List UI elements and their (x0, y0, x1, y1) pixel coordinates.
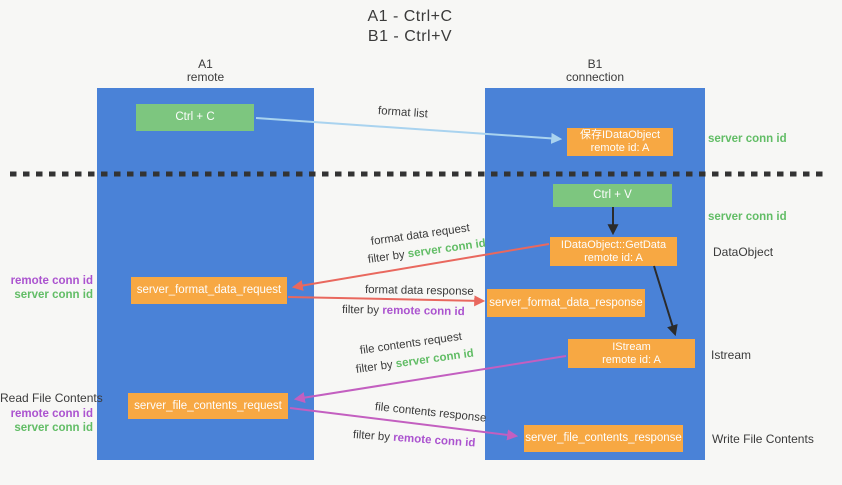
filter-by-text: filter by (341, 304, 383, 317)
getdata-line2: remote id: A (584, 251, 643, 264)
diagram-title: A1 - Ctrl+C B1 - Ctrl+V (0, 7, 820, 47)
node-idataobject-getdata: IDataObject::GetData remote id: A (550, 237, 677, 266)
filter-by-text: filter by (352, 429, 394, 444)
remote-conn-id-highlight: remote conn id (392, 431, 476, 450)
side-label-istream: Istream (711, 348, 752, 362)
remote-conn-id-label: remote conn id (10, 408, 93, 420)
edge-label-filter-by-remote-conn-id-2: filter by remote conn id (353, 429, 476, 450)
side-label-server-conn-id-top: server conn id (708, 133, 787, 145)
diagram-title-line1: A1 - Ctrl+C (367, 8, 453, 25)
server-conn-id-label: server conn id (14, 289, 93, 301)
node-server-file-contents-request: server_file_contents_request (128, 393, 288, 419)
filter-by-text: filter by (367, 248, 409, 266)
edge-format-data-response (287, 295, 486, 307)
node-ctrl-c: Ctrl + C (136, 104, 254, 131)
ctrl-c-label: Ctrl + C (175, 111, 215, 123)
side-label-write-file-contents: Write File Contents (712, 432, 814, 446)
left-conn-id-block-format: remote conn id server conn id (0, 274, 93, 302)
side-label-dataobject: DataObject (713, 245, 774, 259)
node-server-file-contents-response: server_file_contents_response (524, 425, 683, 452)
save-idataobject-line2: remote id: A (590, 142, 650, 154)
edge-label-filter-by-remote-conn-id-1: filter by remote conn id (342, 304, 465, 318)
edge-label-format-list: format list (377, 105, 429, 121)
node-ctrl-v: Ctrl + V (553, 184, 672, 207)
istream-line2: remote id: A (602, 353, 661, 366)
node-istream: IStream remote id: A (568, 339, 695, 368)
edge-label-format-data-response: format data response (364, 284, 474, 298)
getdata-line1: IDataObject::GetData (560, 238, 667, 251)
save-idataobject-line1: 保存IDataObject (579, 129, 661, 141)
lane-b1-role: connection (565, 70, 625, 84)
server-conn-id-highlight: server conn id (395, 347, 475, 371)
side-label-read-file-contents: Read File Contents (0, 391, 103, 405)
lane-a1-role: remote (186, 70, 225, 84)
server-file-contents-response-label: server_file_contents_response (525, 432, 682, 444)
ctrl-v-label: Ctrl + V (593, 189, 632, 201)
side-label-server-conn-id-mid: server conn id (708, 211, 787, 223)
node-server-format-data-request: server_format_data_request (131, 277, 287, 304)
lane-b1-name: B1 (587, 57, 603, 71)
lane-header-a1: A1 remote (97, 58, 314, 84)
server-conn-id-label: server conn id (14, 422, 93, 434)
filter-by-text: filter by (355, 358, 397, 376)
node-save-idataobject: 保存IDataObject remote id: A (567, 128, 673, 156)
node-server-format-data-response: server_format_data_response (487, 289, 645, 317)
lane-header-b1: B1 connection (485, 58, 705, 84)
istream-line1: IStream (612, 340, 651, 353)
remote-conn-id-highlight: remote conn id (382, 304, 465, 319)
edge-label-file-contents-response: file contents response (374, 401, 487, 425)
diagram-title-line2: B1 - Ctrl+V (367, 28, 453, 45)
remote-conn-id-label: remote conn id (10, 275, 93, 287)
lane-a1-name: A1 (198, 57, 213, 71)
server-format-data-response-label: server_format_data_response (489, 296, 643, 309)
server-format-data-request-label: server_format_data_request (136, 284, 282, 296)
left-conn-id-block-file: remote conn id server conn id (0, 407, 93, 435)
server-file-contents-request-label: server_file_contents_request (134, 399, 282, 412)
